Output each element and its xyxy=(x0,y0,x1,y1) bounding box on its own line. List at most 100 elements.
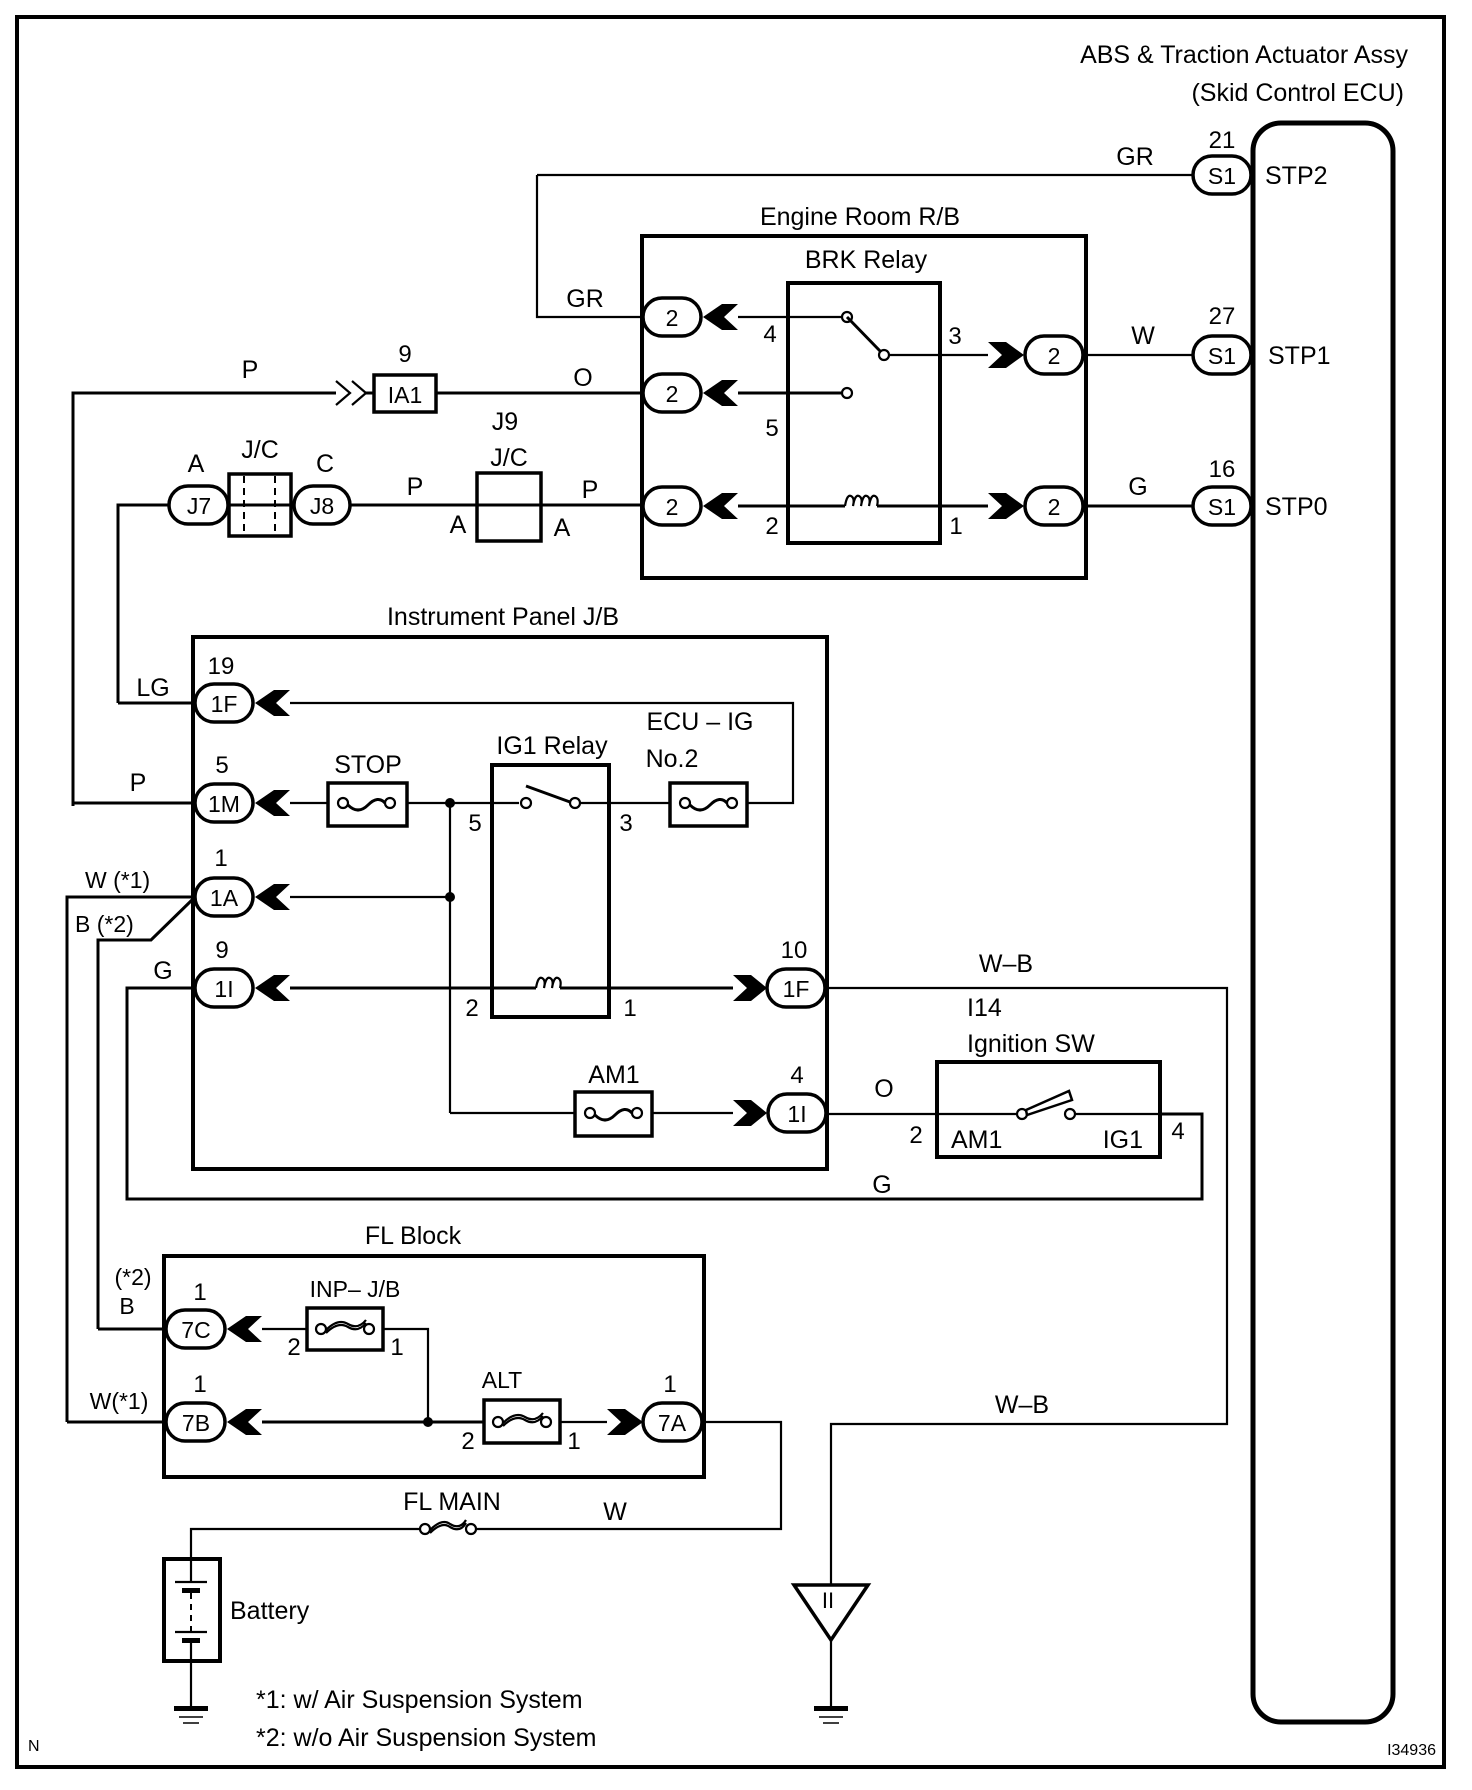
arrow-left-icon xyxy=(227,1409,262,1435)
wire-segment xyxy=(189,1527,420,1559)
fl-main-label: FL MAIN xyxy=(403,1488,501,1516)
diagram-border xyxy=(15,15,1446,1769)
arrow-right-icon xyxy=(733,975,767,1001)
connector-1m-5-label: 1M xyxy=(208,791,240,817)
wire-color-g: G xyxy=(1128,473,1147,501)
ecu-title-line1: ABS & Traction Actuator Assy xyxy=(1080,41,1408,69)
arrow-left-icon xyxy=(703,304,738,330)
ecu-block: ABS & Traction Actuator Assy (Skid Contr… xyxy=(537,41,1408,1725)
instrument-panel-jb: Instrument Panel J/B LG 1F 19 P 1M 5 STO… xyxy=(65,603,1229,1585)
fuse-terminal xyxy=(678,796,692,810)
ecu-body xyxy=(1250,120,1396,1725)
svg-text:2: 2 xyxy=(666,381,679,407)
arrow-right-icon xyxy=(988,342,1024,368)
connector-1m-5 xyxy=(193,782,255,824)
ia1-connector-group: P IA1 9 O xyxy=(71,341,643,806)
brk-relay-box xyxy=(786,281,942,545)
alt-pin-1: 1 xyxy=(567,1428,580,1455)
wire-color-o-ignition: O xyxy=(874,1075,893,1103)
corner-mark: N xyxy=(28,1738,40,1755)
j7-terminal-a: A xyxy=(188,450,205,478)
j9-terminal-a-left: A xyxy=(450,511,467,539)
ig1-coil-icon xyxy=(534,976,562,989)
wire-color-b-star2: B (*2) xyxy=(75,911,134,937)
connector-j7-label: J7 xyxy=(187,493,211,519)
brk-pin-4: 4 xyxy=(763,321,776,348)
fuse-terminal xyxy=(725,796,739,810)
double-arrow-icon-2 xyxy=(351,380,368,406)
arrow-right-icon xyxy=(733,1100,767,1126)
inp-jb-fuse-label: INP– J/B xyxy=(310,1276,401,1302)
alt-fuse-label: ALT xyxy=(482,1367,522,1393)
svg-text:2: 2 xyxy=(1048,494,1061,520)
fuse-terminal xyxy=(491,1415,505,1429)
ecu-ig-fuse-label-2: No.2 xyxy=(646,745,699,773)
arrow-left-icon xyxy=(255,790,290,816)
connector-1f-19-label: 1F xyxy=(211,691,238,717)
connector-s1-16 xyxy=(1191,485,1253,527)
ig1-pin-5: 5 xyxy=(468,810,481,837)
wire-color-w: W xyxy=(1131,322,1155,350)
engine-room-rb: Engine Room R/B BRK Relay GR 4 3 5 2 1 2 xyxy=(535,175,1088,580)
fuse-terminal xyxy=(314,1322,328,1336)
wire-gr-stp2 xyxy=(535,175,643,319)
wire-segment xyxy=(383,1327,430,1422)
wire-color-p-1m: P xyxy=(130,769,147,797)
ig1-relay-box xyxy=(490,763,611,1019)
connector-s1-27 xyxy=(1191,334,1253,376)
connector-1f-19 xyxy=(193,682,255,724)
ignition-pin-2: 2 xyxy=(909,1122,922,1149)
ground-point-label: II xyxy=(822,1588,834,1613)
connector-1i-4-label: 1I xyxy=(787,1101,806,1127)
ignition-sw-box xyxy=(935,1060,1162,1159)
pin-9-1i: 9 xyxy=(215,937,228,964)
fuse-icon xyxy=(346,798,387,812)
wire-ecu-ig-loop xyxy=(290,701,795,805)
jc-title-left: J/C xyxy=(241,436,279,464)
wire-color-g-bottom: G xyxy=(872,1171,891,1199)
svg-text:2: 2 xyxy=(666,494,679,520)
wire-color-wb-top: W–B xyxy=(979,950,1033,978)
connector-ia1 xyxy=(372,373,438,414)
fuse-terminal xyxy=(383,796,397,810)
pin-10: 10 xyxy=(781,937,808,964)
connector-s1-21-label: S1 xyxy=(1208,163,1236,189)
fuse-terminal xyxy=(464,1522,478,1536)
signal-stp2: STP2 xyxy=(1265,162,1328,190)
wire-color-wb-bottom: W–B xyxy=(995,1391,1049,1419)
ig1-switch-blade xyxy=(525,784,571,804)
signal-stp1: STP1 xyxy=(1268,342,1331,370)
ignition-term-am1: AM1 xyxy=(951,1126,1002,1154)
ig1-relay-title: IG1 Relay xyxy=(496,732,608,760)
brk-coil-icon xyxy=(843,494,879,507)
alt-pin-2: 2 xyxy=(461,1428,474,1455)
signal-stp0: STP0 xyxy=(1265,493,1328,521)
pin-1-7a: 1 xyxy=(663,1371,676,1398)
connector-1f-10-label: 1F xyxy=(783,976,810,1002)
rb-connector-4: 2 xyxy=(641,296,738,338)
rb-connector-5: 2 xyxy=(641,372,738,414)
fl-block-box xyxy=(162,1254,706,1479)
fl-main-fusible-link-icon xyxy=(429,1519,467,1534)
engine-room-rb-box xyxy=(640,234,1088,580)
j8-terminal-c: C xyxy=(316,450,334,478)
wire-color-gr-top: GR xyxy=(1116,143,1154,171)
arrow-left-icon xyxy=(255,975,290,1001)
brk-switch-blade xyxy=(845,315,883,354)
pin-5-1m: 5 xyxy=(215,752,228,779)
rb-connector-2: 2 xyxy=(641,485,738,527)
brk-pin-5: 5 xyxy=(765,415,778,442)
inp-pin-2: 2 xyxy=(287,1334,300,1361)
connector-7b xyxy=(164,1401,227,1443)
rb-connector-1: 2 xyxy=(988,485,1085,527)
ground-icon xyxy=(174,1706,208,1724)
j9-id: J9 xyxy=(492,408,518,436)
connector-7a-label: 7A xyxy=(658,1410,687,1436)
wire-segment xyxy=(476,1420,783,1531)
fuse-terminal xyxy=(336,796,350,810)
pin-19: 19 xyxy=(208,653,235,680)
wire-color-p-right: P xyxy=(582,476,599,504)
stop-fuse-label: STOP xyxy=(334,751,402,779)
junction-connectors: J7 A J/C J8 C P P J9 J/C A A xyxy=(116,408,643,703)
pin-1-1a: 1 xyxy=(214,845,227,872)
